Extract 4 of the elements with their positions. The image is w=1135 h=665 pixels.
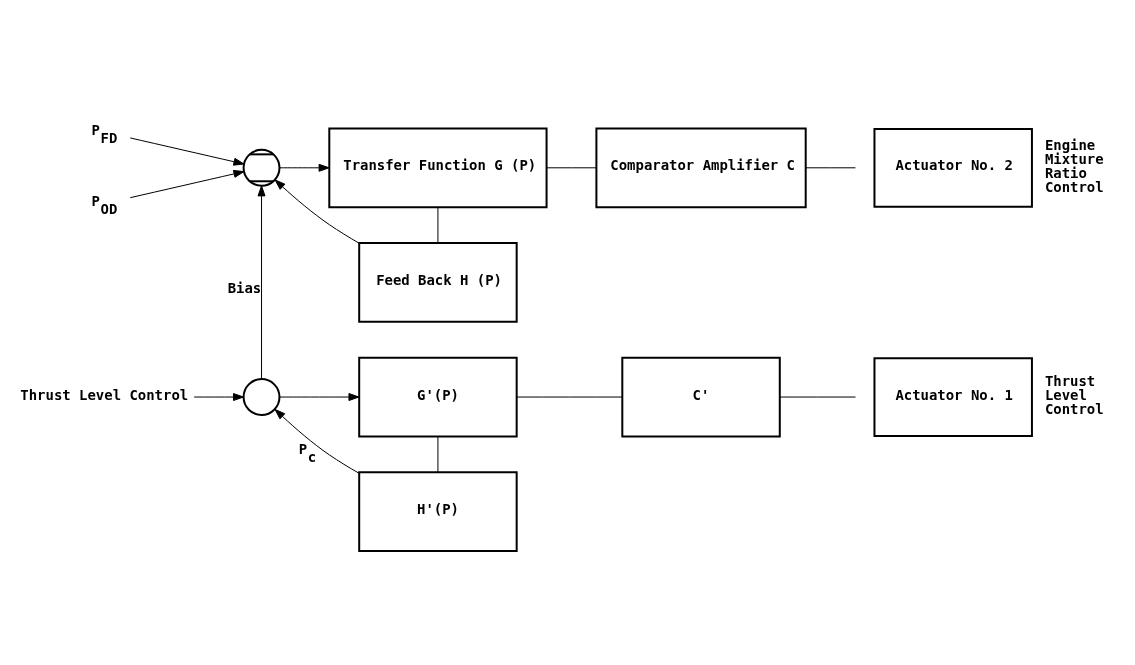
node-text: Thrust Level Control bbox=[20, 386, 189, 403]
edge-label: Bias bbox=[227, 279, 262, 296]
node-label: Thrust Level Control bbox=[1044, 373, 1104, 418]
node-label: Engine Mixture Ratio Control bbox=[1044, 137, 1104, 195]
